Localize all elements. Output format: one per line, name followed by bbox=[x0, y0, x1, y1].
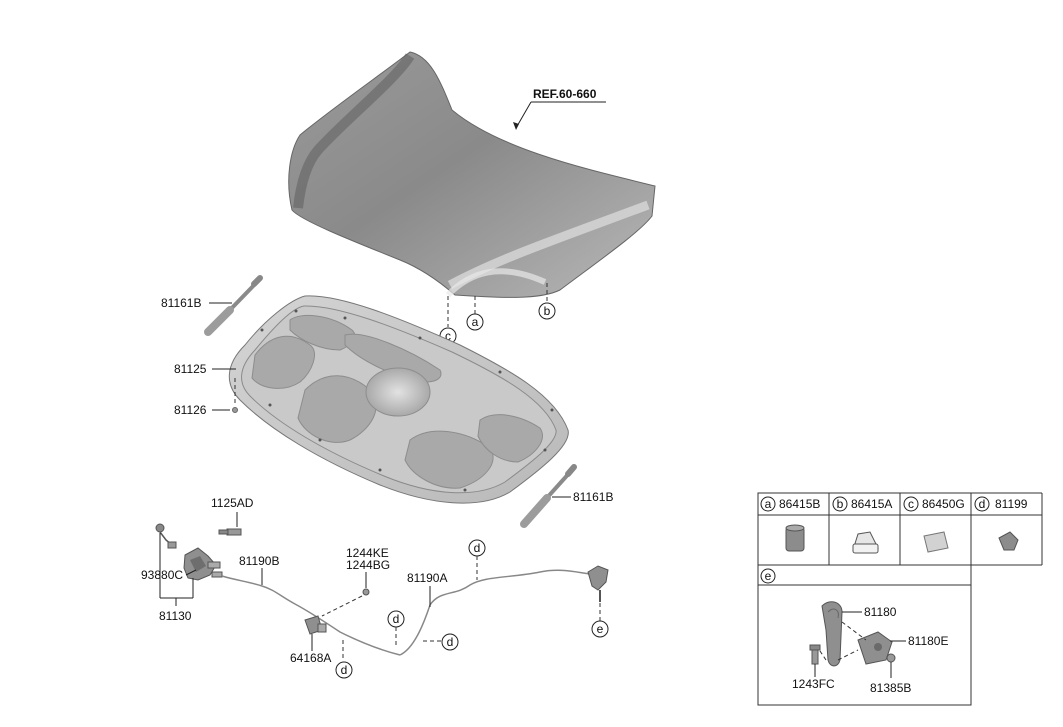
gas-lift-lower bbox=[520, 464, 577, 528]
callout-d1-text: d bbox=[341, 663, 348, 677]
callout-b-circle bbox=[538, 302, 556, 320]
legend-b-letter: b bbox=[837, 497, 844, 511]
bolt-part bbox=[218, 528, 242, 536]
latch-label: 81130 bbox=[159, 609, 192, 623]
legend-d-code: 81199 bbox=[995, 497, 1028, 511]
reference-label: REF.60-660 bbox=[533, 87, 597, 101]
hook-nut-label: 81385B bbox=[870, 681, 911, 695]
hook-bracket-label: 81180E bbox=[908, 634, 948, 648]
legend-a-code: 86415B bbox=[779, 497, 820, 511]
safety-hook-label: 81180 bbox=[864, 605, 897, 619]
gas-lift-upper-label: 81161B bbox=[161, 296, 201, 310]
legend-c-letter: c bbox=[908, 497, 914, 511]
legend-b-code: 86415A bbox=[851, 497, 892, 511]
callout-d1-circle bbox=[335, 661, 353, 679]
insulator-pad bbox=[228, 295, 569, 504]
cable-front-label: 81190B bbox=[239, 554, 279, 568]
reference-callout: REF.60-660 bbox=[513, 87, 606, 130]
gas-lift-upper bbox=[204, 275, 263, 336]
screw-part bbox=[362, 588, 370, 596]
pad-c-icon bbox=[923, 531, 949, 553]
clip-label: 81126 bbox=[174, 403, 207, 417]
release-handle-label: 64168A bbox=[290, 651, 331, 665]
callout-d3-text: d bbox=[447, 635, 454, 649]
callout-a-circle bbox=[466, 313, 484, 331]
cable-front bbox=[221, 575, 401, 656]
callout-a-text: a bbox=[472, 315, 479, 329]
callout-d2-text: d bbox=[393, 612, 400, 626]
hood-panel bbox=[288, 51, 656, 298]
lever-part bbox=[587, 565, 609, 602]
cable-rear-label: 81190A bbox=[407, 571, 447, 585]
callout-d4-text: d bbox=[474, 541, 481, 555]
hook-bracket-part bbox=[857, 631, 893, 665]
bumper-b-icon bbox=[852, 531, 879, 554]
legend-a-letter: a bbox=[765, 497, 772, 511]
callout-d3-circle bbox=[441, 633, 459, 651]
hook-nut-part bbox=[886, 653, 896, 663]
legend-e-letter: e bbox=[765, 569, 772, 583]
bumper-a-icon bbox=[785, 524, 805, 552]
legend-c-code: 86450G bbox=[922, 497, 965, 511]
legend-table: a 86415B b 86415A c 86450G d 81199 e bbox=[757, 492, 1043, 706]
callout-b-text: b bbox=[544, 304, 551, 318]
screw-ke-label: 1244KE bbox=[346, 546, 389, 560]
clip-part bbox=[232, 407, 238, 413]
callout-e1-circle bbox=[591, 620, 609, 638]
hook-bolt-part bbox=[809, 644, 821, 665]
hook-bolt-label: 1243FC bbox=[792, 677, 835, 691]
switch-label: 93880C bbox=[141, 568, 183, 582]
clip-d-icon bbox=[998, 531, 1019, 551]
screw-bg-label: 1244BG bbox=[346, 558, 390, 572]
callout-c-text: c bbox=[445, 329, 451, 343]
insulator-pad-label: 81125 bbox=[174, 362, 207, 376]
legend-d-letter: d bbox=[979, 497, 986, 511]
safety-hook-part bbox=[821, 601, 843, 667]
cable-rear bbox=[399, 569, 591, 656]
bolt-label: 1125AD bbox=[211, 496, 254, 510]
release-handle bbox=[304, 615, 327, 635]
gas-lift-lower-label: 81161B bbox=[573, 490, 613, 504]
callout-e1-text: e bbox=[597, 622, 604, 636]
